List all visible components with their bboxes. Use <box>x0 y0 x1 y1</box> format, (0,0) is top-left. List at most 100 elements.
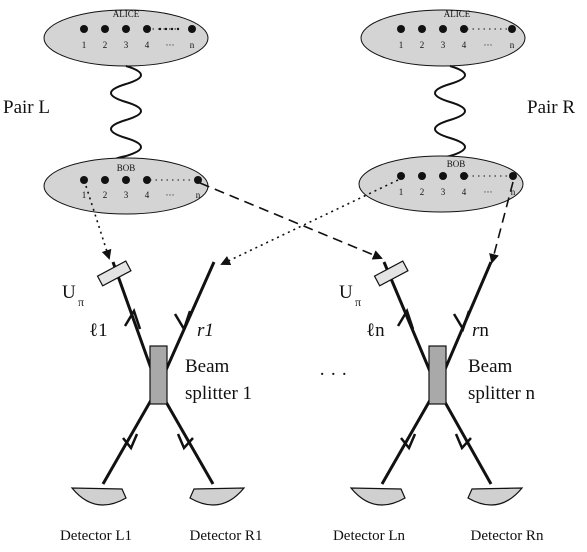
qubit-dot <box>122 25 130 33</box>
pair-left: ALICE 1 2 3 4 ··· n Pair L BOB <box>3 9 209 215</box>
ellipsis-dot <box>164 27 168 31</box>
qubit-dot <box>397 172 405 180</box>
qubit-label: ··· <box>484 40 493 50</box>
bob-qubit-labels-right: 1 2 3 4 ··· n <box>399 187 516 197</box>
direction-arrow <box>400 433 417 451</box>
qubit-label: ··· <box>484 187 493 197</box>
alice-label-left: ALICE <box>113 9 140 19</box>
detector-l1-shape <box>70 487 127 506</box>
qubit-label: n <box>190 40 195 50</box>
direction-arrow <box>173 310 192 332</box>
beam-path <box>101 387 160 485</box>
detector-ln-label: Detector Ln <box>333 528 406 544</box>
bob-label-right: BOB <box>447 159 466 169</box>
ellipsis-dot <box>158 27 162 31</box>
bob-label-left: BOB <box>117 163 136 173</box>
beam-splitter-n-line2: splitter n <box>468 383 536 404</box>
qubit-dot <box>418 172 426 180</box>
qubit-label: n <box>510 40 515 50</box>
arm-label-ln: ℓn <box>366 320 385 341</box>
qubit-dot <box>80 176 88 184</box>
qubit-label: 2 <box>420 40 425 50</box>
qubit-label: n <box>196 190 201 200</box>
qubit-label: 2 <box>420 187 425 197</box>
qubit-label: 1 <box>82 40 87 50</box>
alice-label-right: ALICE <box>444 9 471 19</box>
route-left-q1-to-l1 <box>85 185 112 260</box>
pair-left-label: Pair L <box>3 97 50 118</box>
qubit-label: 3 <box>124 190 129 200</box>
qubit-dot <box>143 176 151 184</box>
qubit-label: 2 <box>103 190 108 200</box>
qubit-label: 1 <box>399 187 404 197</box>
direction-arrow <box>176 433 194 451</box>
detector-ln-shape <box>349 487 406 506</box>
qubit-dot <box>418 25 426 33</box>
photon-routes <box>85 179 514 266</box>
detector-labels: Detector L1 Detector R1 Detector Ln Dete… <box>60 528 544 544</box>
pair-right: ALICE 1 2 3 4 ··· n Pair R BOB <box>358 9 575 213</box>
beam-splitter-1-line2: splitter 1 <box>185 383 252 404</box>
beam-path <box>380 387 439 485</box>
direction-arrow <box>396 308 415 330</box>
qubit-dot <box>509 172 517 180</box>
alice-qubit-labels-left: 1 2 3 4 ··· n <box>82 40 195 50</box>
ellipsis-dot <box>170 27 174 31</box>
qubit-dot <box>194 176 202 184</box>
qubit-label: 3 <box>441 40 446 50</box>
phase-shifter-left <box>96 260 132 287</box>
direction-arrow <box>452 310 471 332</box>
alice-qubits-left <box>80 25 196 33</box>
qubit-label: 2 <box>103 40 108 50</box>
beam-splitter-1-setup: U π ℓ1 r1 Beam splitter 1 <box>62 260 252 506</box>
detector-rn-shape <box>467 487 524 506</box>
u-pi-subscript-left: π <box>78 295 84 309</box>
qubit-dot <box>508 25 516 33</box>
detector-rn-label: Detector Rn <box>471 528 544 544</box>
entanglement-spring-right <box>434 65 466 168</box>
qubit-dot <box>460 172 468 180</box>
qubit-dot <box>80 25 88 33</box>
bob-ellipse-right <box>358 155 524 213</box>
u-pi-label-left: U <box>62 282 76 303</box>
arm-label-rn: rn <box>472 320 489 341</box>
alice-qubits-right <box>397 25 516 33</box>
u-pi-label-right: U <box>339 282 353 303</box>
qubit-label: 4 <box>462 40 467 50</box>
route-right-q1-to-r1 <box>220 179 399 266</box>
direction-arrow <box>122 433 139 451</box>
qubit-dot <box>101 176 109 184</box>
beam-splitter-1-line1: Beam <box>185 356 230 377</box>
detector-r1-shape <box>189 487 246 506</box>
qubit-dot <box>439 172 447 180</box>
middle-ellipsis: · · · <box>319 364 347 385</box>
qubit-label: 1 <box>399 40 404 50</box>
bob-qubits-right <box>397 172 517 180</box>
qubit-label: 1 <box>82 190 87 200</box>
alice-qubit-labels-right: 1 2 3 4 ··· n <box>399 40 515 50</box>
qubit-dot <box>101 25 109 33</box>
beam-splitter-n <box>428 345 447 405</box>
qubit-dot <box>122 176 130 184</box>
qubit-label: 4 <box>462 187 467 197</box>
beam-splitter-n-line1: Beam <box>468 356 513 377</box>
qubit-dot <box>397 25 405 33</box>
route-right-qn-to-rn <box>489 181 514 264</box>
phase-shifter-right <box>373 260 409 287</box>
direction-arrow <box>454 433 472 451</box>
qubit-dot <box>188 25 196 33</box>
ellipsis-dot <box>176 27 180 31</box>
qubit-label: n <box>511 187 516 197</box>
route-left-qn-to-ln <box>199 182 383 260</box>
qubit-label: 3 <box>441 187 446 197</box>
alice-ellipse-right <box>360 9 526 67</box>
qubit-label: ··· <box>166 190 175 200</box>
direction-arrow <box>123 308 142 330</box>
detector-r1-label: Detector R1 <box>190 528 263 544</box>
qubit-label: 4 <box>145 40 150 50</box>
u-pi-subscript-right: π <box>355 295 361 309</box>
bob-qubits-left <box>80 176 202 184</box>
entanglement-spring-left <box>110 65 142 168</box>
